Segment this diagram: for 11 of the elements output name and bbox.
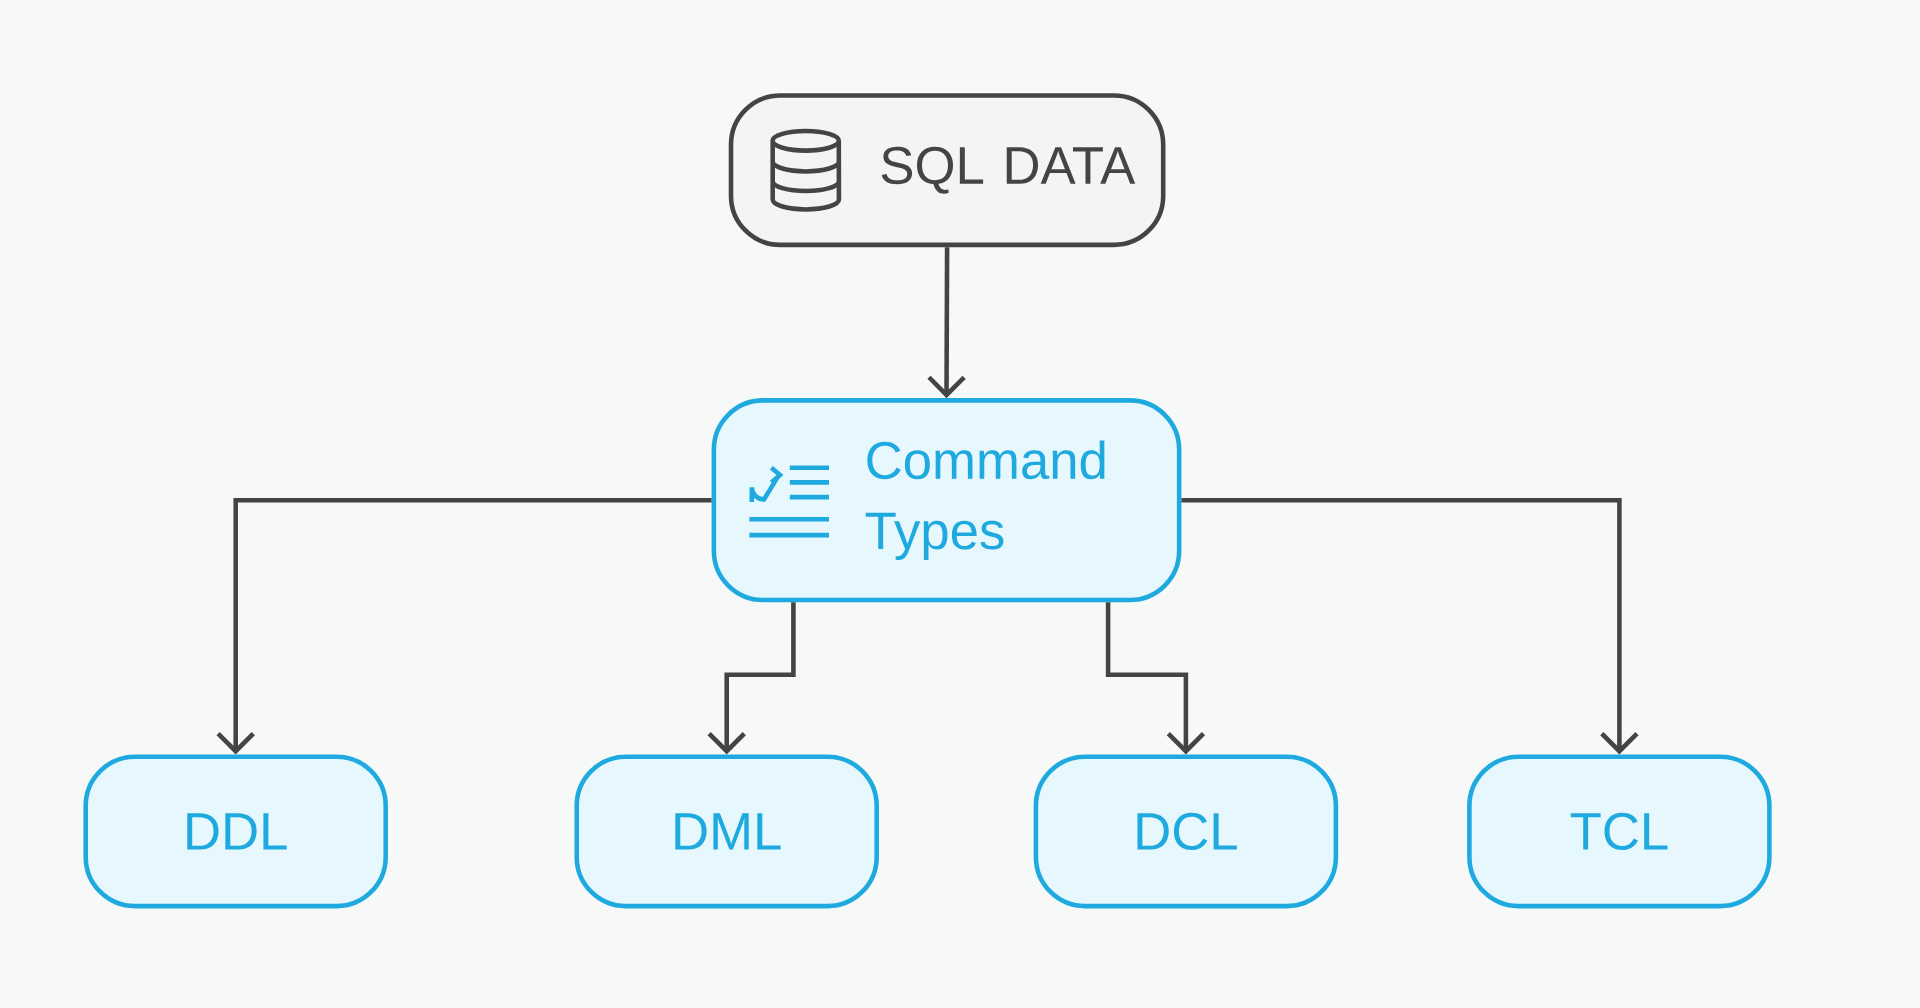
arrow — [927, 247, 966, 399]
arrow — [707, 602, 796, 755]
process-box: TCL — [1467, 754, 1772, 909]
process-box: DCL — [1033, 754, 1339, 909]
arrow — [1105, 602, 1206, 755]
arrow — [1181, 497, 1639, 755]
process-box: DML — [574, 754, 879, 909]
process-box: SQL DATA — [728, 93, 1166, 248]
process-box: DDL — [83, 754, 388, 909]
arrow — [216, 497, 712, 755]
process-box: Command Types — [711, 398, 1182, 603]
